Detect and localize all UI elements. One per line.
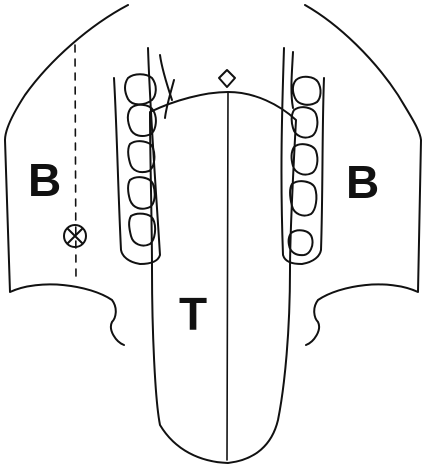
- right-tooth: [293, 77, 321, 105]
- left-tooth: [125, 74, 156, 104]
- right-tooth: [290, 181, 316, 215]
- tongue-midline: [227, 92, 228, 460]
- right-tooth: [292, 144, 318, 174]
- right-teeth: [289, 77, 321, 255]
- tongue-label: T: [179, 288, 207, 340]
- right-region-label: B: [346, 156, 379, 208]
- right-arch-inner-line: [291, 52, 293, 108]
- tongue-outline: [150, 92, 296, 463]
- left-region-label: B: [28, 154, 61, 206]
- right-tooth: [289, 230, 313, 255]
- apex-diamond-icon: [219, 70, 235, 87]
- left-cheek-outline: [5, 5, 128, 345]
